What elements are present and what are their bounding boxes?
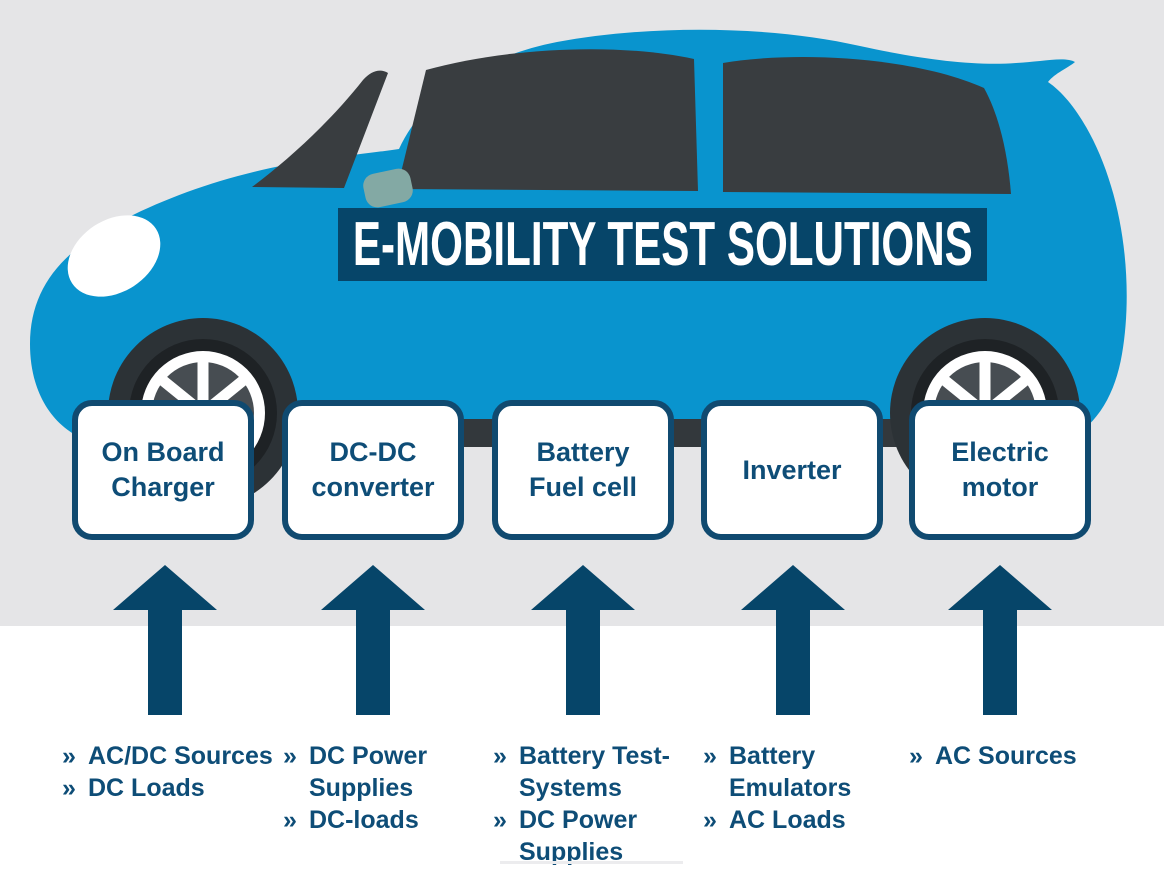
solution-item: » AC Loads (703, 804, 883, 836)
solution-item: » DC Power Supplies (493, 804, 683, 868)
front-door-window (397, 49, 698, 192)
solution-text: Battery Emulators (729, 742, 852, 802)
solutions-list-electric-motor: » AC Sources (909, 740, 1139, 772)
station-box-on-board-charger: On Board Charger (72, 400, 254, 540)
station-box-dc-dc-converter: DC-DC converter (282, 400, 464, 540)
solution-text: DC Loads (88, 774, 205, 802)
solution-text: AC Sources (935, 742, 1077, 770)
solution-item: » DC Loads (62, 772, 277, 804)
solution-text: DC Power Supplies (309, 742, 428, 802)
solution-item: » DC Power Supplies (283, 740, 453, 804)
solution-item: » AC/DC Sources (62, 740, 277, 772)
car-illustration (30, 29, 1127, 508)
solution-text: AC/DC Sources (88, 742, 273, 770)
up-arrow-icon (741, 565, 845, 715)
chevron-bullet: » (909, 742, 923, 770)
chevron-bullet: » (703, 742, 717, 770)
windshield (252, 70, 388, 188)
station-label: Electric motor (951, 437, 1049, 502)
station-box-battery-fuel-cell: Battery Fuel cell (492, 400, 674, 540)
station-box-inverter: Inverter (701, 400, 883, 540)
title-banner: E-MOBILITY TEST SOLUTIONS (338, 208, 987, 281)
rear-window (723, 56, 1011, 194)
chevron-bullet: » (493, 806, 507, 834)
solution-item: » Battery Test- Systems (493, 740, 683, 804)
solution-item: » DC-loads (283, 804, 453, 836)
bottom-divider (500, 861, 683, 864)
chevron-bullet: » (62, 742, 76, 770)
solutions-list-dc-dc-converter: » DC Power Supplies » DC-loads (283, 740, 453, 836)
solution-text: AC Loads (729, 806, 846, 834)
up-arrow-icon (531, 565, 635, 715)
solutions-list-battery-fuel-cell: » Battery Test- Systems » DC Power Suppl… (493, 740, 683, 868)
station-box-electric-motor: Electric motor (909, 400, 1091, 540)
up-arrow-icon (113, 565, 217, 715)
solution-text: Battery Test- Systems (519, 742, 670, 802)
headlight (67, 215, 161, 297)
solutions-list-inverter: » Battery Emulators » AC Loads (703, 740, 883, 836)
station-label: Battery Fuel cell (528, 437, 638, 502)
up-arrow-icon (321, 565, 425, 715)
side-mirror-icon (363, 168, 413, 208)
solution-item: » AC Sources (909, 740, 1139, 772)
chevron-bullet: » (703, 806, 717, 834)
chevron-bullet: » (283, 742, 297, 770)
banner-title: E-MOBILITY TEST SOLUTIONS (352, 210, 973, 279)
up-arrow-icon (948, 565, 1052, 715)
solutions-list-on-board-charger: » AC/DC Sources » DC Loads (62, 740, 277, 804)
solution-text: DC Power Supplies (519, 806, 638, 866)
solution-text: DC-loads (309, 806, 419, 834)
chevron-bullet: » (493, 742, 507, 770)
station-label: Inverter (742, 454, 842, 485)
chevron-bullet: » (62, 774, 76, 802)
station-label: DC-DC converter (311, 437, 435, 502)
station-label: On Board Charger (101, 437, 225, 502)
chevron-bullet: » (283, 806, 297, 834)
solution-item: » Battery Emulators (703, 740, 883, 804)
